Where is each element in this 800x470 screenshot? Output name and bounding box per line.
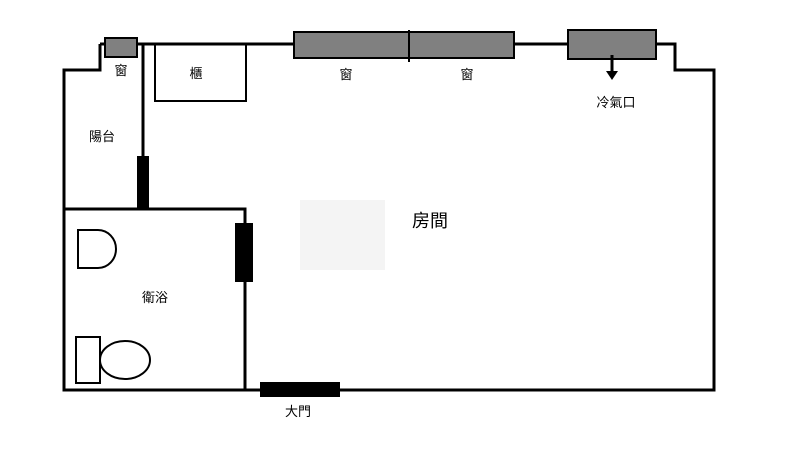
label-bathroom: 衛浴	[142, 291, 168, 306]
main-door	[260, 382, 340, 397]
toilet-tank	[75, 336, 101, 384]
ac-arrow-icon	[606, 55, 618, 80]
label-window-left: 窗	[339, 67, 352, 83]
watermark	[300, 200, 385, 270]
label-main-door: 大門	[285, 405, 311, 420]
ac-unit	[567, 29, 657, 60]
bathroom-door	[235, 223, 253, 282]
cabinet	[154, 43, 247, 102]
balcony-door	[137, 156, 149, 210]
bathroom-wall	[64, 207, 247, 390]
window-small	[104, 37, 138, 58]
label-ac-outlet: 冷氣口	[596, 96, 635, 111]
label-cabinet: 櫃	[189, 67, 202, 82]
window-long	[293, 31, 515, 59]
toilet-bowl	[99, 340, 151, 380]
sink	[77, 229, 117, 269]
label-window-small: 窗	[114, 63, 127, 79]
label-balcony: 陽台	[89, 130, 115, 145]
outer-wall-left	[62, 44, 245, 392]
label-window-right: 窗	[460, 67, 473, 83]
label-room: 房間	[412, 211, 448, 232]
